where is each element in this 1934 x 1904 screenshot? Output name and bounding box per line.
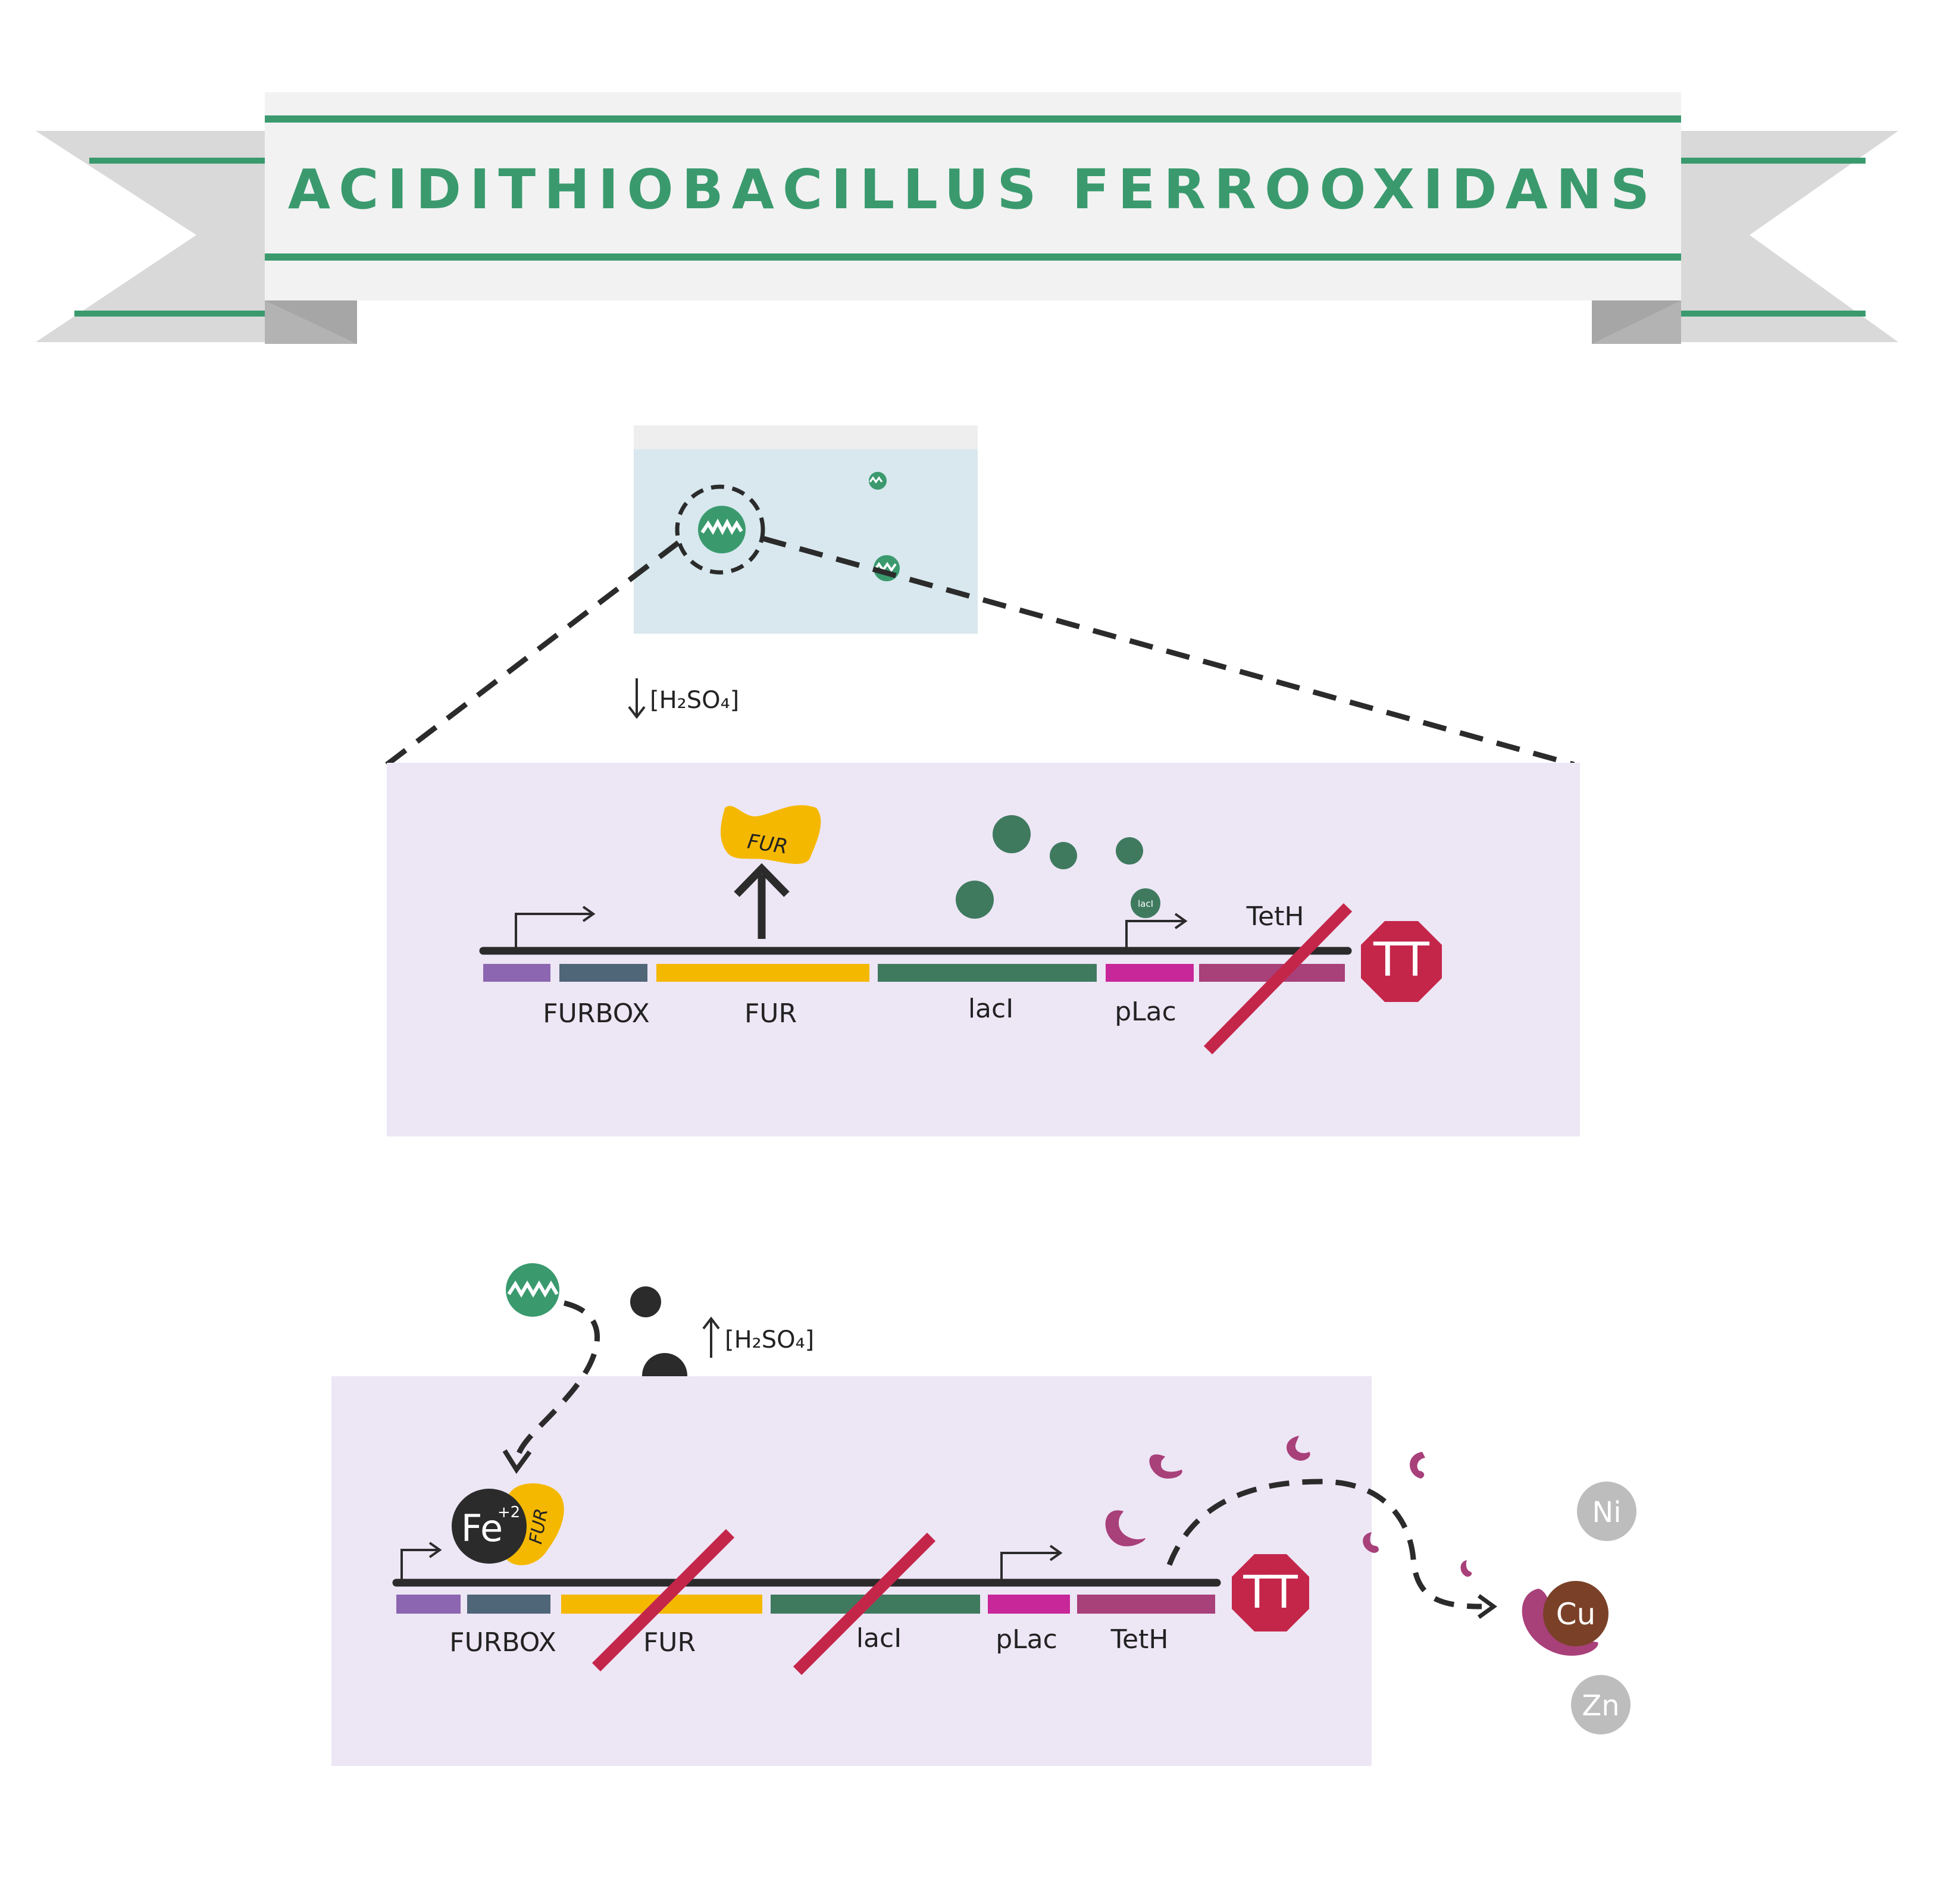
bacterium-secreting [506,1263,559,1317]
bacterium-highlighted [675,484,765,575]
laci-protein-1 [993,815,1031,853]
panel2-background [331,1376,1372,1766]
zoom-line-right [762,536,1575,768]
laci-label-2: lacI [856,1623,902,1654]
panel-high-acid: FUR Fe +2 FURBOX FUR lacI pLac TetH [331,1300,1372,1766]
copper-ion [1543,1581,1608,1646]
teth-label-2: TetH [1110,1624,1169,1655]
fe-charge: +2 [497,1504,520,1521]
iron-uptake-arrowhead [502,1449,532,1474]
promoter-arrowhead-plac-2 [1049,1545,1063,1561]
acid-indicator-1: [H₂SO₄] [628,678,739,719]
acid-label-1: [H₂SO₄] [650,687,739,714]
promoter-arrow-furbox-2 [400,1549,437,1580]
metal-ions: Ni Cu Zn [1522,1482,1636,1734]
banner-left-tail [36,131,265,342]
fe-fur-complex: FUR Fe +2 [452,1483,564,1565]
laci-protein-3 [1116,837,1143,865]
promoter-arrowhead-furbox [582,906,596,922]
laci-label-1: lacI [968,994,1013,1024]
gene-block-laci [878,964,1097,982]
teth-protein-4 [1105,1510,1146,1546]
laci-protein-2 [1050,842,1077,869]
teth-secretion-arrowhead [1477,1594,1497,1619]
furbox-label-2: FURBOX [449,1627,556,1658]
laci-protein-bound [1131,888,1160,918]
gene-block-furbox-purple [483,964,550,982]
teth-protein-1 [1149,1454,1182,1479]
gene-block-teth-2 [1077,1595,1215,1614]
fur-label-1: FUR [744,998,797,1029]
fur-expression-arrowhead [734,863,790,897]
title-banner: ACIDITHIOBACILLUS FERROOXIDANS [36,92,1898,344]
gene-block-furbox-slate [559,964,647,982]
teth-proteins [1105,1436,1472,1577]
beaker-rim [634,425,978,449]
gene-block-plac-2 [988,1595,1070,1614]
plac-label-2: pLac [996,1624,1057,1655]
banner-ribbon [265,92,1681,300]
iron-ion-small [630,1286,661,1317]
culture-beaker [634,425,978,634]
iron-uptake-path [514,1300,600,1462]
promoter-arrowhead-plac [1174,913,1188,929]
laci-bound-label: lacI [1138,898,1153,909]
terminator-1: TT [1361,921,1442,1002]
gene-block-plac [1106,964,1194,982]
teth-protein-6 [1460,1560,1472,1577]
gene-block-furbox-purple-2 [396,1595,461,1614]
fur-protein-free: FUR [721,805,821,864]
beaker-liquid [634,449,978,634]
panel-low-acid: FUR lacI TetH FURBOX FUR lacI pLac [387,763,1580,1136]
fur-repressed-cross [592,1529,735,1672]
fe-label: Fe [461,1507,503,1550]
laci-repressed-cross [793,1532,936,1676]
banner-right-tail [1681,131,1898,342]
plac-label-1: pLac [1115,997,1176,1027]
nickel-ion [1577,1482,1636,1541]
teth-protein-2 [1287,1436,1310,1461]
zinc-label: Zn [1582,1689,1619,1723]
gene-block-furbox-slate-2 [467,1595,550,1614]
zoom-line-left [385,540,680,767]
gene-block-fur [656,964,869,982]
promoter-arrow-furbox [515,913,592,950]
fur-label-2: FUR [643,1627,696,1658]
terminator-2: TT [1232,1554,1309,1631]
teth-protein-3 [1410,1452,1425,1479]
fur-protein-label: FUR [746,829,789,859]
teth-label-top: TetH [1246,901,1304,932]
teth-secretion-path [1166,1479,1482,1609]
promoter-arrow-plac-2 [1000,1552,1059,1580]
promoter-arrow-plac [1125,920,1184,949]
page-title: ACIDITHIOBACILLUS FERROOXIDANS [288,158,1658,221]
terminator-label-2: TT [1243,1565,1298,1618]
promoter-arrowhead-furbox-2 [428,1542,442,1558]
bacterium-small-1 [869,472,887,490]
teth-protein-5 [1363,1532,1379,1553]
terminator-label-1: TT [1373,934,1429,987]
acid-label-2: [H₂SO₄] [725,1326,814,1354]
banner-right-fold-shadow [1592,300,1681,344]
furbox-label-1: FURBOX [543,998,649,1029]
laci-protein-4 [956,881,994,919]
acid-indicator-2: [H₂SO₄] [702,1316,814,1358]
zinc-ion [1571,1675,1631,1734]
banner-left-fold-shadow [265,300,357,344]
fe-ion [452,1489,527,1564]
teth-repressed-cross [1203,903,1353,1054]
nickel-label: Ni [1592,1496,1621,1529]
copper-label: Cu [1556,1597,1596,1631]
